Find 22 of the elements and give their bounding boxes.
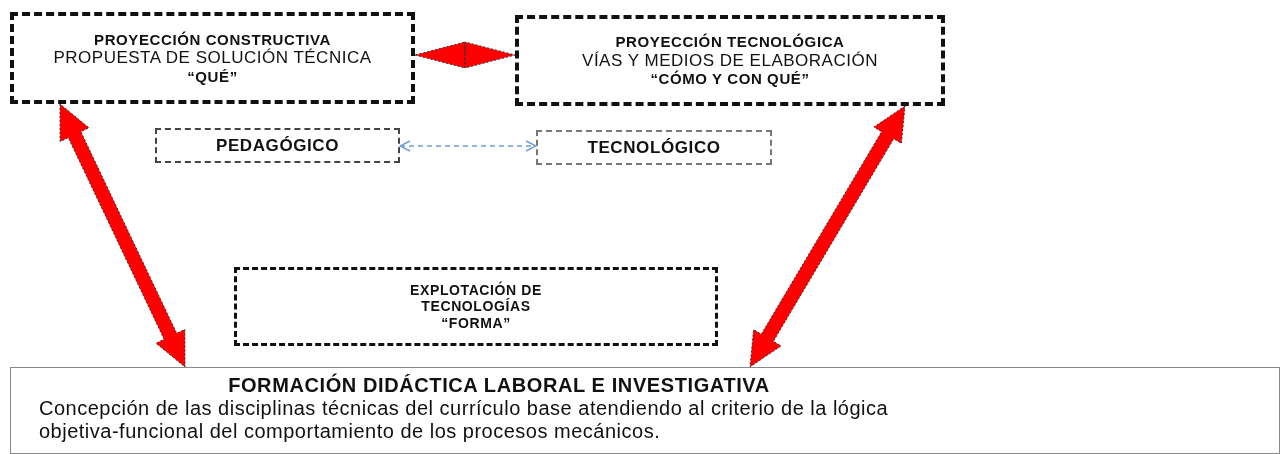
box-text: “CÓMO Y CON QUÉ” bbox=[650, 70, 810, 88]
box-text: “FORMA” bbox=[440, 314, 512, 331]
double-arrow bbox=[59, 103, 186, 368]
summary-box bbox=[10, 367, 1280, 454]
concept-box bbox=[536, 130, 772, 165]
box-text: Concepción de las disciplinas técnicas del currículo base atendiendo al criterio de la lógica objetiva-funcional del comportamiento de los procesos mecánicos. bbox=[39, 397, 890, 443]
box-heading: FORMACIÓN DIDÁCTICA LABORAL E INVESTIGATIVA bbox=[227, 374, 771, 397]
double-arrow bbox=[414, 41, 516, 69]
double-arrow bbox=[399, 140, 537, 152]
concept-box bbox=[155, 128, 400, 163]
process-box bbox=[515, 15, 945, 106]
double-arrow bbox=[749, 105, 906, 368]
box-heading: EXPLOTACIÓN DE TECNOLOGÍAS bbox=[409, 282, 543, 315]
box-text: PEDAGÓGICO bbox=[215, 135, 340, 156]
box-heading: PROYECCIÓN CONSTRUCTIVA bbox=[94, 30, 331, 48]
box-text: VÍAS Y MEDIOS DE ELABORACIÓN bbox=[582, 50, 878, 70]
box-text: TECNOLÓGICO bbox=[587, 137, 721, 158]
box-heading: PROYECCIÓN TECNOLÓGICA bbox=[615, 33, 845, 51]
box-text: “QUÉ” bbox=[187, 67, 238, 85]
process-box bbox=[234, 267, 718, 346]
process-box bbox=[10, 12, 415, 104]
box-text: PROPUESTA DE SOLUCIÓN TÉCNICA bbox=[53, 48, 372, 68]
